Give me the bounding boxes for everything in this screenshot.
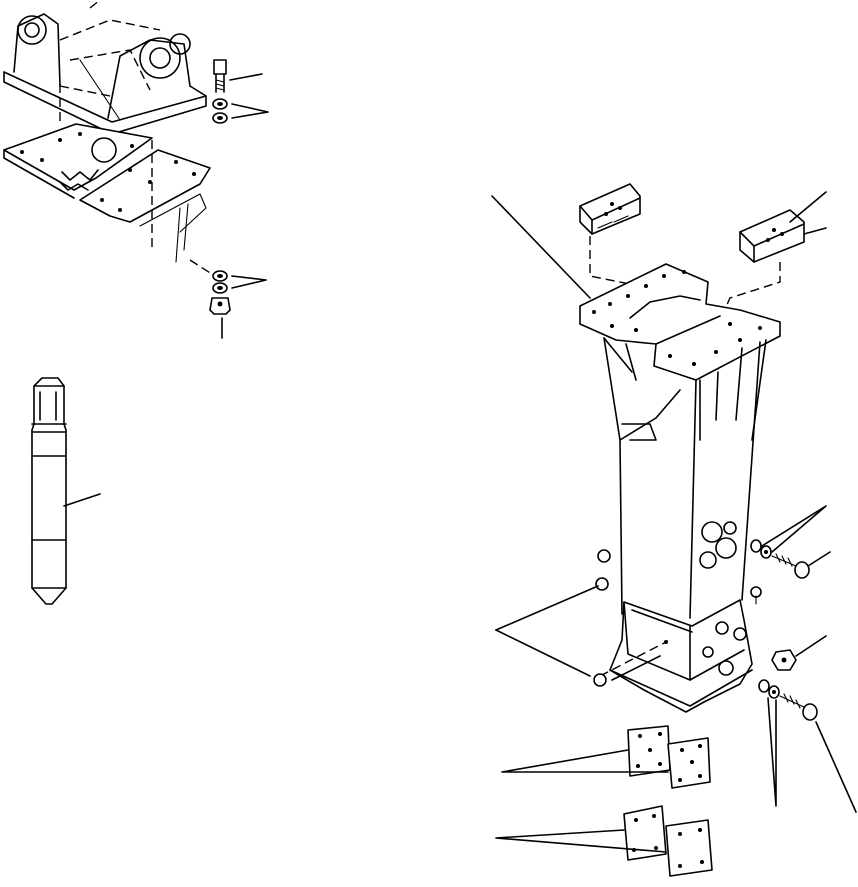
side-washers-upper [750, 505, 827, 559]
wear-block-left [579, 183, 641, 285]
lower-nut [209, 297, 231, 339]
side-washers-lower [758, 679, 780, 807]
side-nut [771, 635, 827, 671]
mount-washers [212, 98, 269, 124]
side-bolt-upper [771, 551, 831, 579]
adapter-plate [3, 84, 219, 279]
side-bolt-lower [779, 693, 857, 813]
top-bracket [3, 0, 207, 135]
wear-plates-lower [495, 805, 713, 877]
breaker-housing [491, 195, 781, 713]
chisel-tool [31, 377, 101, 605]
side-plug-set [611, 655, 661, 681]
wear-plates-upper [501, 725, 711, 789]
housing-plug [495, 549, 762, 687]
mount-bolt [213, 59, 263, 93]
lower-washers [212, 270, 267, 294]
wear-block-right [719, 191, 827, 321]
